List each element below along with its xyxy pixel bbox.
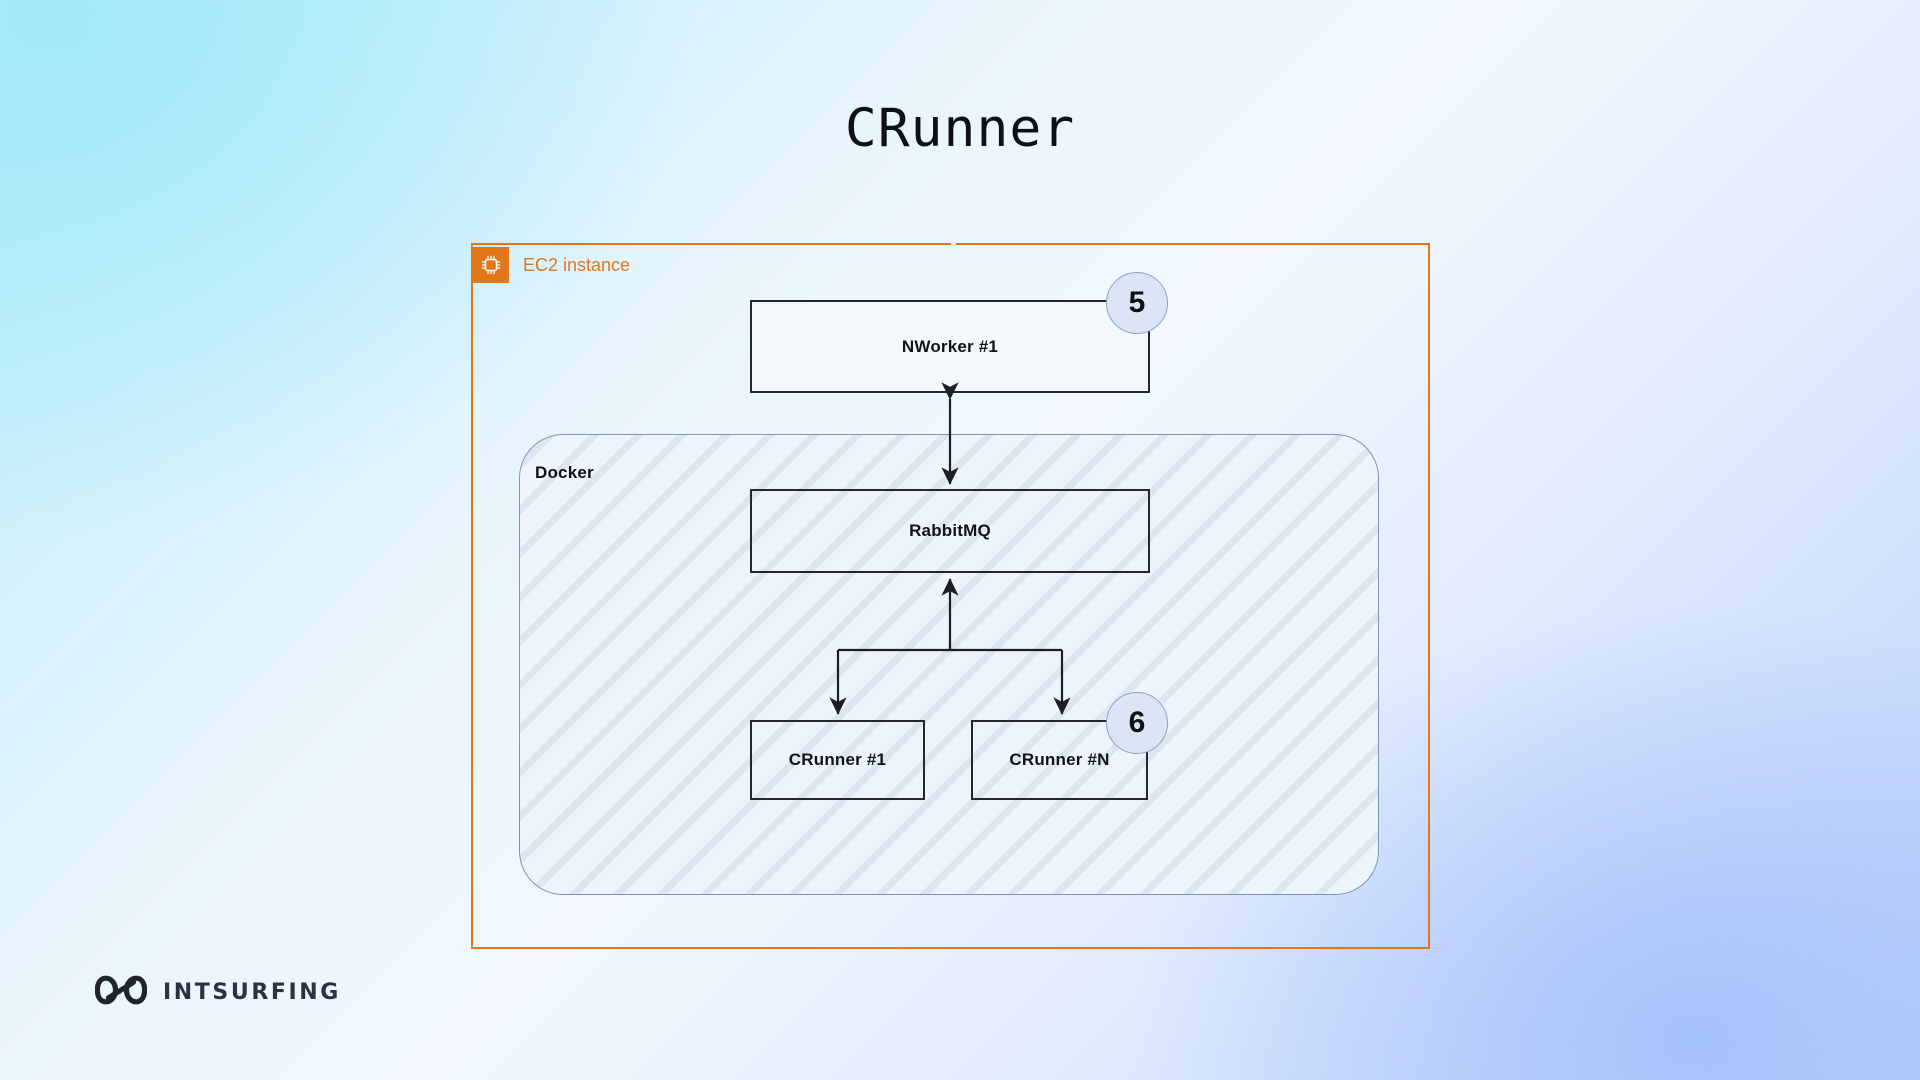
- node-rabbitmq[interactable]: RabbitMQ: [750, 489, 1150, 573]
- brand-logo: INTSURFING: [94, 975, 341, 1010]
- ec2-border-notch: [951, 242, 956, 247]
- brand-name: INTSURFING: [163, 980, 341, 1005]
- infinity-loop-icon: [94, 975, 148, 1010]
- docker-container-boundary: [519, 434, 1379, 895]
- node-crunnerN-label: CRunner #N: [1009, 750, 1110, 769]
- ec2-instance-label: EC2 instance: [523, 254, 631, 275]
- node-nworker[interactable]: NWorker #1: [750, 300, 1150, 393]
- node-crunner1-label: CRunner #1: [788, 750, 887, 769]
- docker-label: Docker: [535, 463, 594, 482]
- ec2-instance-boundary: EC2 instance: [471, 242, 1430, 949]
- node-crunner1[interactable]: CRunner #1: [750, 720, 925, 800]
- step-badge-6[interactable]: 6: [1106, 692, 1168, 754]
- node-nworker-label: NWorker #1: [901, 336, 999, 356]
- cpu-chip-icon: [473, 247, 509, 283]
- ec2-instance-tag: EC2 instance: [471, 243, 630, 287]
- node-rabbitmq-label: RabbitMQ: [909, 521, 991, 540]
- step-badge-5[interactable]: 5: [1106, 272, 1168, 334]
- step-badge-5-label: 5: [1128, 286, 1146, 319]
- page-title: CRunner: [844, 98, 1076, 159]
- step-badge-6-label: 6: [1128, 706, 1146, 739]
- node-crunnerN[interactable]: CRunner #N: [971, 720, 1148, 800]
